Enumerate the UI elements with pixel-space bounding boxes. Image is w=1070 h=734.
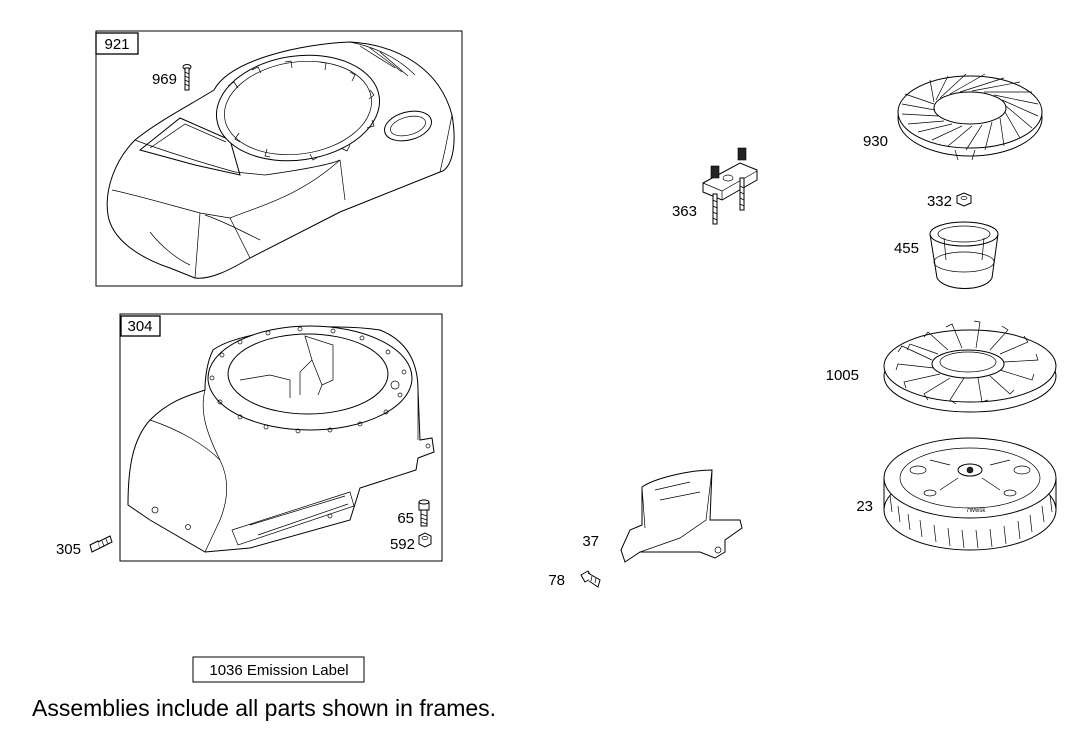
nut-332-icon (956, 192, 972, 207)
part-455-label: 455 (894, 240, 919, 257)
frame-921-label: 921 (104, 36, 129, 53)
frame-304-tag (120, 315, 161, 337)
part-37-label: 37 (582, 533, 599, 550)
part-930-label: 930 (863, 133, 888, 150)
part-23-label: 23 (856, 498, 873, 515)
part-592-label: 592 (390, 536, 415, 553)
part-969-label: 969 (152, 71, 177, 88)
part-332-label: 332 (927, 193, 952, 210)
frame-921-tag (95, 32, 139, 55)
nut-592-icon (418, 532, 432, 548)
frame-921: 921 969 (95, 30, 463, 287)
air-guide-37-drawing (620, 469, 743, 563)
part-1005-label: 1005 (826, 367, 859, 384)
rotating-screen-930-drawing (897, 73, 1043, 161)
blower-housing-304-drawing (127, 325, 435, 553)
emission-label-text: 1036 Emission Label (209, 662, 348, 679)
screw-305-icon (89, 535, 113, 553)
screw-78-icon (580, 570, 601, 588)
frame-304-label: 304 (127, 318, 152, 335)
footnote: Assemblies include all parts shown in fr… (32, 695, 497, 721)
emission-label-box: 1036 Emission Label (192, 656, 365, 683)
bracket-363-drawing (702, 147, 758, 225)
part-363-label: 363 (672, 203, 697, 220)
part-78-label: 78 (548, 572, 565, 589)
blower-cover-921-drawing (106, 41, 455, 279)
part-65-label: 65 (397, 510, 414, 527)
flywheel-stamp: 7Wwsk (966, 508, 986, 514)
fan-1005-drawing (883, 320, 1057, 413)
part-305-label: 305 (56, 541, 81, 558)
screw-969-icon (182, 64, 192, 91)
frame-304: 304 (119, 313, 443, 562)
starter-cup-455-drawing (929, 221, 999, 289)
bolt-65-icon (418, 499, 430, 527)
flywheel-23-drawing: 7Wwsk (883, 437, 1057, 551)
